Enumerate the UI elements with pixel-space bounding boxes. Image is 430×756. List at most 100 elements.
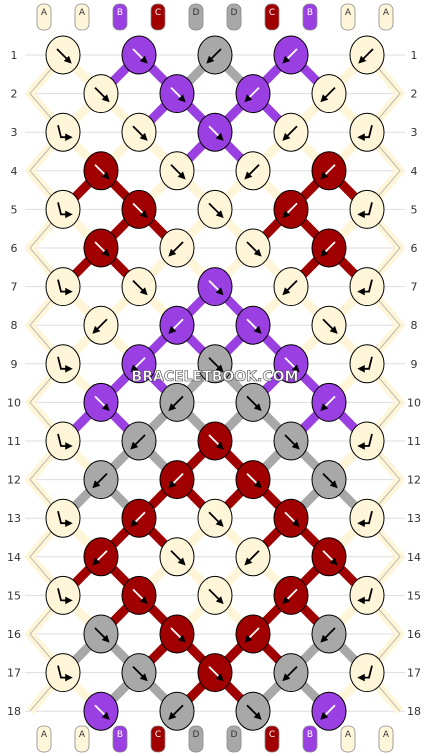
knot xyxy=(197,344,233,384)
knot xyxy=(235,305,271,345)
string-top-label: C xyxy=(155,8,161,18)
knot-oval xyxy=(45,575,81,615)
knot xyxy=(197,112,233,152)
row-label: 6 xyxy=(11,242,18,255)
row-label: 12 xyxy=(7,474,21,487)
knot xyxy=(45,112,81,152)
knot xyxy=(159,691,195,731)
knot xyxy=(235,151,271,191)
knot-arrow-icon xyxy=(92,550,108,566)
knot xyxy=(349,189,385,229)
string-top: A xyxy=(378,3,394,31)
knot-arrow-icon xyxy=(320,86,336,103)
knot xyxy=(121,189,157,229)
knot-arrow-icon xyxy=(57,279,73,296)
knot xyxy=(273,344,309,384)
knot-arrow-icon xyxy=(282,588,298,605)
knot xyxy=(311,614,347,654)
knot-arrow-icon xyxy=(206,48,222,64)
knot xyxy=(45,653,81,693)
row-label: 7 xyxy=(11,281,18,294)
knot xyxy=(83,382,119,422)
knot-oval xyxy=(349,575,385,615)
knot-oval xyxy=(349,653,385,693)
knot-arrow-icon xyxy=(282,125,298,141)
row-label: 14 xyxy=(407,551,421,564)
knot xyxy=(349,498,385,538)
string-bottom: D xyxy=(188,725,204,753)
knot-arrow-icon xyxy=(94,704,110,720)
row-label: 13 xyxy=(7,512,21,525)
knot xyxy=(311,305,347,345)
row-label: 15 xyxy=(407,589,421,602)
knot xyxy=(235,614,271,654)
knot xyxy=(349,575,385,615)
knot xyxy=(159,537,195,577)
knot-arrow-icon xyxy=(132,665,148,682)
knot-arrow-icon xyxy=(208,125,224,141)
knot-arrow-icon xyxy=(168,472,184,489)
knot xyxy=(311,382,347,422)
row-label: 10 xyxy=(7,396,21,409)
knot xyxy=(159,74,195,114)
knot-arrow-icon xyxy=(132,279,148,296)
knot-oval xyxy=(45,653,81,693)
knot-arrow-icon xyxy=(57,124,73,141)
knot-oval xyxy=(349,267,385,307)
string-bottom-cap xyxy=(112,725,128,753)
string-bottom-cap xyxy=(74,725,90,753)
knot xyxy=(273,421,309,461)
row-label: 7 xyxy=(411,281,418,294)
string-top-label: C xyxy=(269,8,275,18)
string-bottom-label: D xyxy=(231,730,238,740)
knot-arrow-icon xyxy=(168,704,184,720)
string-top-cap xyxy=(36,3,52,31)
knot-arrow-icon xyxy=(94,164,110,180)
knot xyxy=(311,537,347,577)
knot xyxy=(273,575,309,615)
knot xyxy=(235,228,271,268)
knot xyxy=(121,653,157,693)
row-label: 18 xyxy=(7,705,21,718)
knot xyxy=(235,460,271,500)
knot-arrow-icon xyxy=(56,48,72,64)
string-top-label: A xyxy=(41,8,48,18)
row-label: 5 xyxy=(11,203,18,216)
string-bottom-label: C xyxy=(155,730,161,740)
knot-arrow-icon xyxy=(208,511,224,527)
knot xyxy=(121,267,157,307)
knot xyxy=(273,189,309,229)
row-label: 4 xyxy=(411,165,418,178)
knot-arrow-icon xyxy=(57,356,73,373)
knot xyxy=(311,228,347,268)
knot xyxy=(235,537,271,577)
row-label: 5 xyxy=(411,203,418,216)
string-bottom-cap xyxy=(264,725,280,753)
knot xyxy=(349,653,385,693)
knot xyxy=(349,35,385,75)
knot xyxy=(349,112,385,152)
string-top-cap xyxy=(378,3,394,31)
knot-arrow-icon xyxy=(92,472,108,489)
knot-arrow-icon xyxy=(246,472,262,489)
knot-arrow-icon xyxy=(357,588,373,605)
knot xyxy=(83,74,119,114)
string-top-label: A xyxy=(79,8,86,18)
knot-arrow-icon xyxy=(246,318,262,334)
string-bottom-label: A xyxy=(41,730,48,740)
row-label: 14 xyxy=(7,551,21,564)
knot-arrow-icon xyxy=(168,395,184,412)
row-label: 1 xyxy=(11,49,18,62)
knot-oval xyxy=(45,498,81,538)
knot-arrow-icon xyxy=(320,241,336,257)
knot xyxy=(311,74,347,114)
string-bottom-label: D xyxy=(193,730,200,740)
knot-oval xyxy=(349,498,385,538)
string-top-cap xyxy=(226,3,242,31)
knot-arrow-icon xyxy=(208,665,224,682)
knot-arrow-icon xyxy=(94,627,110,643)
string-bottom-cap xyxy=(150,725,166,753)
knot-arrow-icon xyxy=(322,318,338,334)
